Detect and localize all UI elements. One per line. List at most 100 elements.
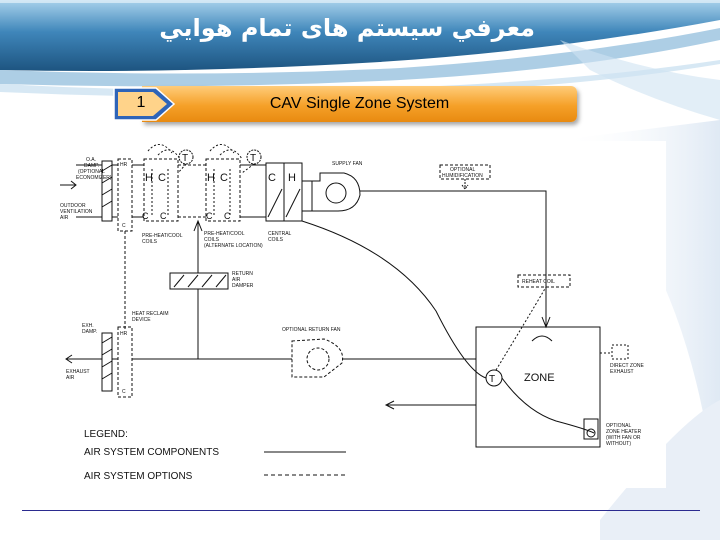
legend-options: AIR SYSTEM OPTIONS bbox=[84, 471, 193, 482]
hvac-diagram: O.A. DAMP. (OPTIONAL ECONOMIZER) OUTDOOR… bbox=[56, 141, 666, 488]
return-arrow-icon bbox=[384, 400, 395, 410]
svg-text:COILS: COILS bbox=[204, 237, 220, 243]
svg-text:EXH.: EXH. bbox=[82, 323, 94, 329]
svg-text:T: T bbox=[250, 153, 256, 164]
oa-damper-label: O.A. DAMP. (OPTIONAL ECONOMIZER) bbox=[76, 157, 112, 181]
outdoor-air-label: OUTDOOR VENTILATION AIR bbox=[60, 203, 93, 221]
oa-label-2: DAMP. bbox=[84, 163, 99, 169]
oa-damper bbox=[101, 160, 113, 222]
svg-text:C: C bbox=[224, 211, 231, 221]
svg-text:AIR: AIR bbox=[66, 375, 75, 381]
oa-damper-blades bbox=[101, 164, 113, 208]
svg-text:HR: HR bbox=[120, 331, 128, 337]
heat-reclaim-label: HEAT RECLAIM DEVICE bbox=[132, 311, 169, 323]
exh-damp-label: EXH. DAMP. bbox=[82, 323, 97, 335]
zone-box bbox=[475, 326, 601, 448]
zone-heater-label: OPTIONAL ZONE HEATER (WITH FAN OR WITHOU… bbox=[606, 423, 642, 447]
central-coils-label: CENTRAL COILS bbox=[268, 231, 292, 243]
outdoor-air-2: VENTILATION bbox=[60, 209, 93, 215]
direct-exhaust-fan bbox=[611, 344, 629, 360]
supply-fan-label: SUPPLY FAN bbox=[332, 161, 363, 167]
svg-text:RETURN: RETURN bbox=[232, 271, 253, 277]
svg-text:EXHAUST: EXHAUST bbox=[66, 369, 90, 375]
outdoor-air-3: AIR bbox=[60, 215, 69, 221]
svg-text:C: C bbox=[206, 211, 213, 221]
return-air-damper bbox=[169, 272, 229, 290]
intake-arrow-icon bbox=[60, 180, 77, 190]
svg-text:EXHAUST: EXHAUST bbox=[610, 369, 634, 375]
hr-label-upper: HR bbox=[120, 162, 128, 168]
svg-text:C: C bbox=[142, 211, 149, 221]
svg-text:C: C bbox=[158, 172, 166, 184]
svg-text:COILS: COILS bbox=[268, 237, 284, 243]
banner-bar bbox=[142, 86, 577, 122]
svg-text:DEVICE: DEVICE bbox=[132, 317, 151, 323]
direct-exhaust-label: DIRECT ZONE EXHAUST bbox=[610, 363, 644, 375]
svg-text:WITHOUT): WITHOUT) bbox=[606, 441, 631, 447]
banner-heading: CAV Single Zone System bbox=[269, 95, 450, 112]
optional-return-fan bbox=[291, 338, 344, 378]
central-coils: C H bbox=[265, 162, 303, 222]
svg-text:DAMPER: DAMPER bbox=[232, 283, 254, 289]
reheat-coil-label: REHEAT COIL bbox=[522, 279, 555, 285]
exhaust-damper bbox=[101, 332, 113, 392]
control-line-heater bbox=[501, 377, 595, 434]
svg-text:ZONE HEATER: ZONE HEATER bbox=[606, 429, 642, 435]
svg-text:COILS: COILS bbox=[142, 239, 158, 245]
svg-text:C: C bbox=[220, 172, 228, 184]
pre-coil-group-2: H C C C T bbox=[205, 144, 262, 222]
heat-reclaim-upper bbox=[117, 158, 133, 232]
svg-text:H: H bbox=[288, 172, 296, 184]
supply-duct bbox=[360, 190, 547, 327]
return-fan-label: OPTIONAL RETURN FAN bbox=[282, 327, 341, 333]
oa-label-3: (OPTIONAL bbox=[78, 169, 105, 175]
reheat-coil-box bbox=[517, 274, 571, 288]
badge-number: 1 bbox=[136, 94, 146, 111]
svg-text:(WITH FAN OR: (WITH FAN OR bbox=[606, 435, 641, 441]
svg-text:PRE-HEAT/COOL: PRE-HEAT/COOL bbox=[142, 233, 183, 239]
zone-diffuser bbox=[531, 335, 553, 342]
zone-heater bbox=[583, 418, 599, 440]
hvac-schematic: O.A. DAMP. (OPTIONAL ECONOMIZER) OUTDOOR… bbox=[60, 144, 644, 482]
svg-text:DIRECT ZONE: DIRECT ZONE bbox=[610, 363, 644, 369]
oa-label-1: O.A. bbox=[86, 157, 96, 163]
svg-text:H: H bbox=[145, 172, 153, 184]
svg-text:CENTRAL: CENTRAL bbox=[268, 231, 292, 237]
svg-text:(ALTERNATE LOCATION): (ALTERNATE LOCATION) bbox=[204, 243, 263, 249]
svg-text:DAMP.: DAMP. bbox=[82, 329, 97, 335]
humidification-box bbox=[439, 164, 491, 180]
pre-coils-label: PRE-HEAT/COOL COILS bbox=[142, 233, 183, 245]
outdoor-air-1: OUTDOOR bbox=[60, 203, 86, 209]
diagram-legend: LEGEND: AIR SYSTEM COMPONENTS AIR SYSTEM… bbox=[84, 429, 346, 482]
slide-title: معرفي سيستم هاى تمام هوايي bbox=[159, 14, 535, 42]
svg-text:T: T bbox=[182, 153, 188, 164]
svg-text:C: C bbox=[122, 389, 126, 395]
svg-text:OPTIONAL: OPTIONAL bbox=[606, 423, 632, 429]
pre-coil-group-1: H C C C T bbox=[142, 144, 194, 222]
section-banner: CAV Single Zone System bbox=[112, 86, 577, 122]
svg-text:T: T bbox=[489, 374, 495, 385]
intake-duct bbox=[76, 164, 102, 218]
oa-label-4: ECONOMIZER) bbox=[76, 175, 112, 181]
supply-fan bbox=[302, 172, 361, 212]
svg-text:HUMIDIFICATION: HUMIDIFICATION bbox=[442, 173, 483, 179]
svg-text:AIR: AIR bbox=[232, 277, 241, 283]
svg-text:HEAT RECLAIM: HEAT RECLAIM bbox=[132, 311, 169, 317]
svg-text:PRE-HEAT/COOL: PRE-HEAT/COOL bbox=[204, 231, 245, 237]
number-badge bbox=[113, 87, 176, 121]
return-damper-label: RETURN AIR DAMPER bbox=[232, 271, 254, 289]
footer-divider bbox=[22, 510, 700, 511]
pre-coils-alt-label: PRE-HEAT/COOL COILS (ALTERNATE LOCATION) bbox=[204, 231, 263, 249]
svg-text:H: H bbox=[207, 172, 215, 184]
control-line-central bbox=[301, 220, 487, 379]
heat-reclaim-lower bbox=[117, 326, 133, 398]
zone-label: ZONE bbox=[524, 372, 555, 384]
legend-title: LEGEND: bbox=[84, 429, 128, 440]
svg-text:C: C bbox=[268, 172, 276, 184]
exhaust-air-label: EXHAUST AIR bbox=[66, 369, 90, 381]
legend-components: AIR SYSTEM COMPONENTS bbox=[84, 447, 219, 458]
exhaust-arrow-icon bbox=[65, 354, 102, 364]
hr-c-label-upper: C bbox=[122, 223, 126, 229]
svg-text:C: C bbox=[160, 211, 167, 221]
